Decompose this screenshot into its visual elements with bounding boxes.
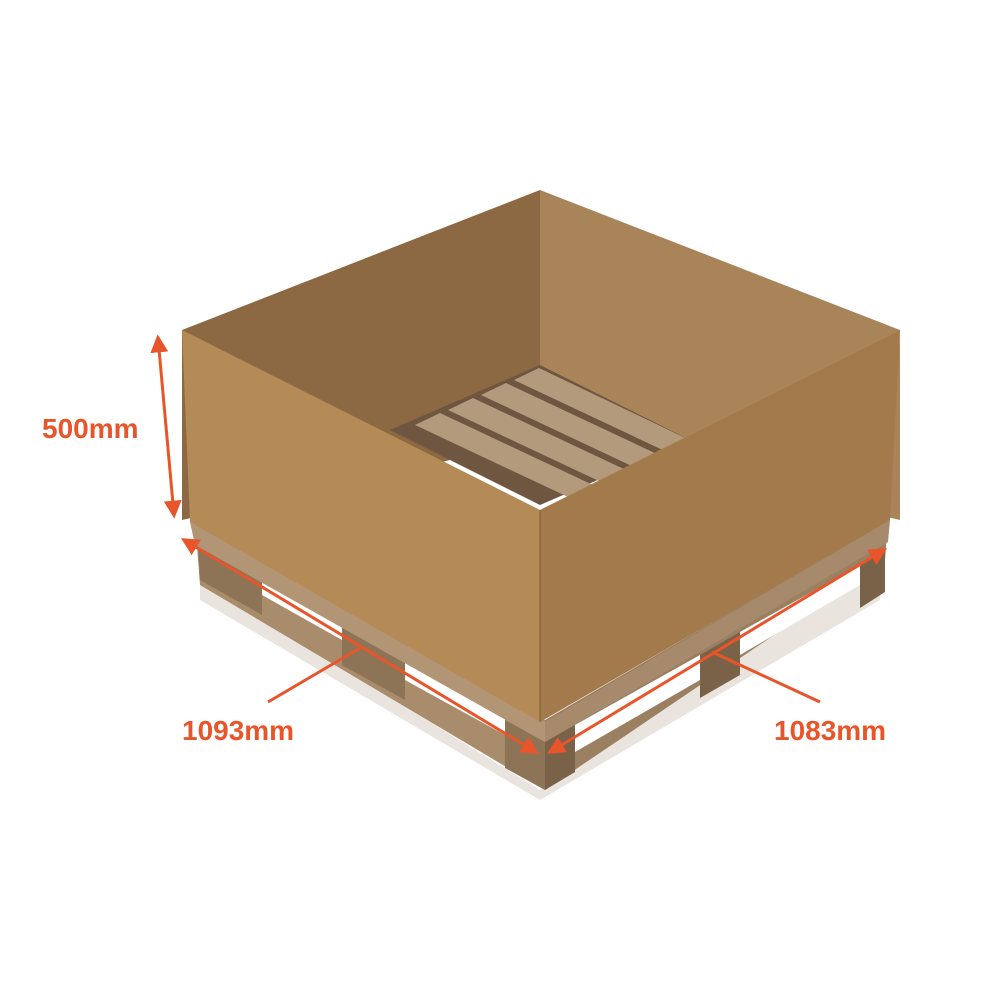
height-arrow <box>150 334 182 519</box>
width-arrow <box>546 548 888 754</box>
height-dimension-label: 500mm <box>42 413 139 444</box>
width-dimension-label: 1083mm <box>774 715 887 746</box>
width-leader-line <box>711 650 821 704</box>
length-arrow <box>180 538 540 754</box>
dimension-arrows <box>150 334 888 754</box>
length-leader-line <box>267 646 361 704</box>
pallet-top-slats <box>415 368 700 505</box>
length-dimension-label: 1093mm <box>182 715 295 746</box>
